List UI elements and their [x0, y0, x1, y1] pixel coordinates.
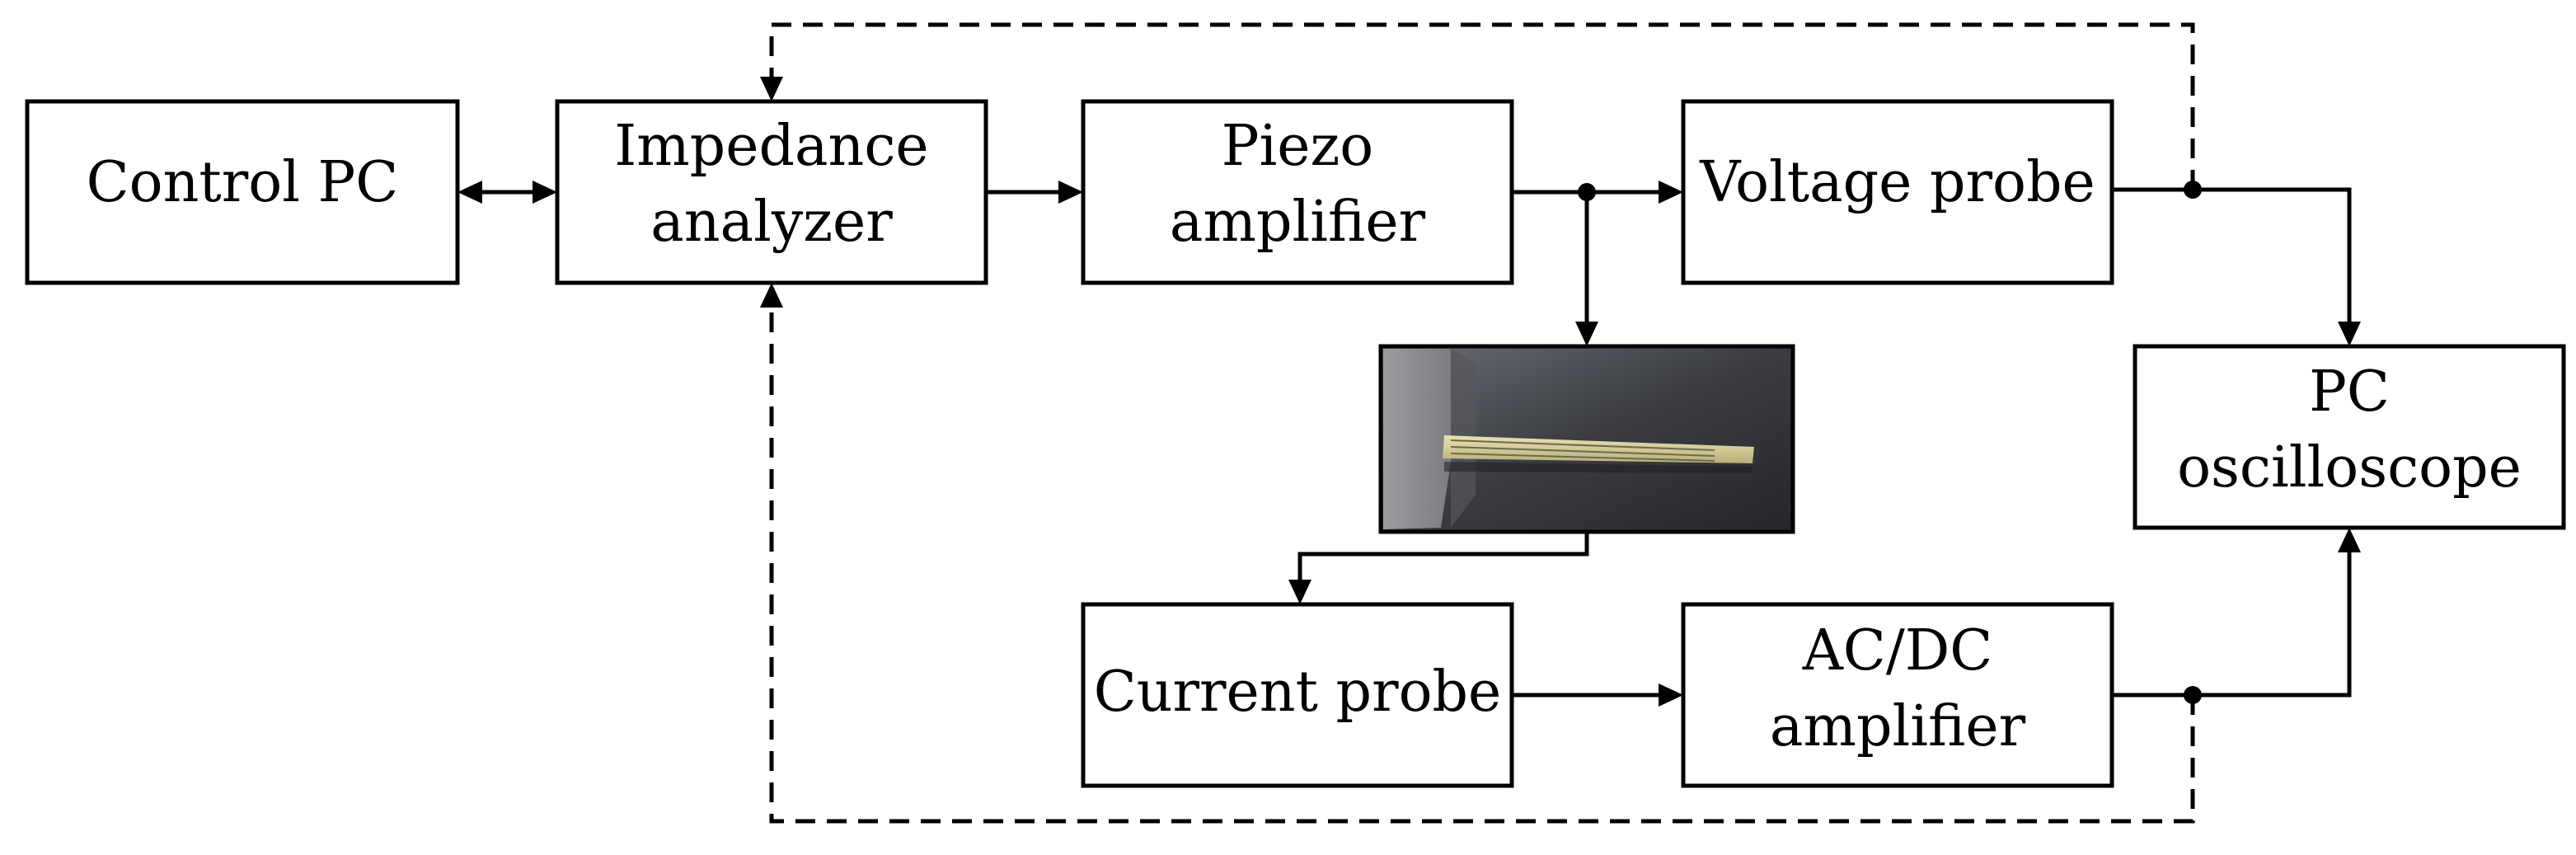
wire-acdc-oscilloscope	[2112, 548, 2352, 698]
current-probe-label: Current probe	[1094, 660, 1502, 725]
arrowhead-to-oscilloscope-top	[2338, 322, 2361, 346]
cantilever-photo	[1378, 344, 1795, 534]
acdc-amplifier-label-line2: amplifier	[1770, 694, 2026, 759]
dashed-current-feedback	[769, 303, 2195, 824]
arrowhead-to-piezo	[1058, 181, 1083, 204]
arrowhead-to-analyzer	[533, 181, 557, 204]
dashed-voltage-feedback	[769, 22, 2195, 190]
beam-shadow	[1444, 462, 1753, 473]
beam-electrode-3	[1450, 453, 1715, 462]
control-pc-label: Control PC	[87, 150, 399, 215]
beam-electrode-1	[1450, 439, 1715, 451]
arrowhead-to-voltageprobe	[1659, 181, 1683, 204]
pc-oscilloscope-label-line2: oscilloscope	[2177, 435, 2522, 500]
piezo-amplifier-block: Piezo amplifier	[1081, 99, 1514, 285]
impedance-analyzer-label-line2: analyzer	[650, 190, 893, 255]
clamp-fixture	[1383, 349, 1451, 529]
pc-oscilloscope-block: PC oscilloscope	[2133, 344, 2566, 530]
pc-oscilloscope-label-line1: PC	[2309, 359, 2390, 425]
arrowhead-to-currentprobe	[1288, 580, 1311, 604]
piezo-amplifier-label-line2: amplifier	[1170, 190, 1426, 255]
impedance-analyzer-label-line1: Impedance	[614, 114, 928, 179]
arrowhead-to-controlpc	[457, 181, 482, 204]
current-probe-block: Current probe	[1081, 602, 1514, 788]
arrowhead-feedback-top	[760, 77, 783, 101]
voltage-probe-block: Voltage probe	[1681, 99, 2114, 285]
wire-voltageprobe-oscilloscope	[2112, 187, 2352, 326]
arrowhead-to-acdc	[1659, 684, 1683, 707]
voltage-probe-label: Voltage probe	[1699, 150, 2095, 215]
impedance-analyzer-block: Impedance analyzer	[555, 99, 988, 285]
arrowhead-to-oscilloscope-bottom	[2338, 528, 2361, 552]
beam-electrode-2	[1450, 446, 1715, 457]
acdc-amplifier-block: AC/DC amplifier	[1681, 602, 2114, 788]
piezo-amplifier-label-line1: Piezo	[1222, 114, 1374, 179]
acdc-amplifier-label-line1: AC/DC	[1802, 618, 1993, 684]
arrowhead-feedback-bottom	[760, 283, 783, 308]
control-pc-block: Control PC	[25, 99, 460, 285]
arrowhead-to-cantilever	[1575, 322, 1598, 346]
wire-cantilever-currentprobe	[1297, 532, 1589, 584]
